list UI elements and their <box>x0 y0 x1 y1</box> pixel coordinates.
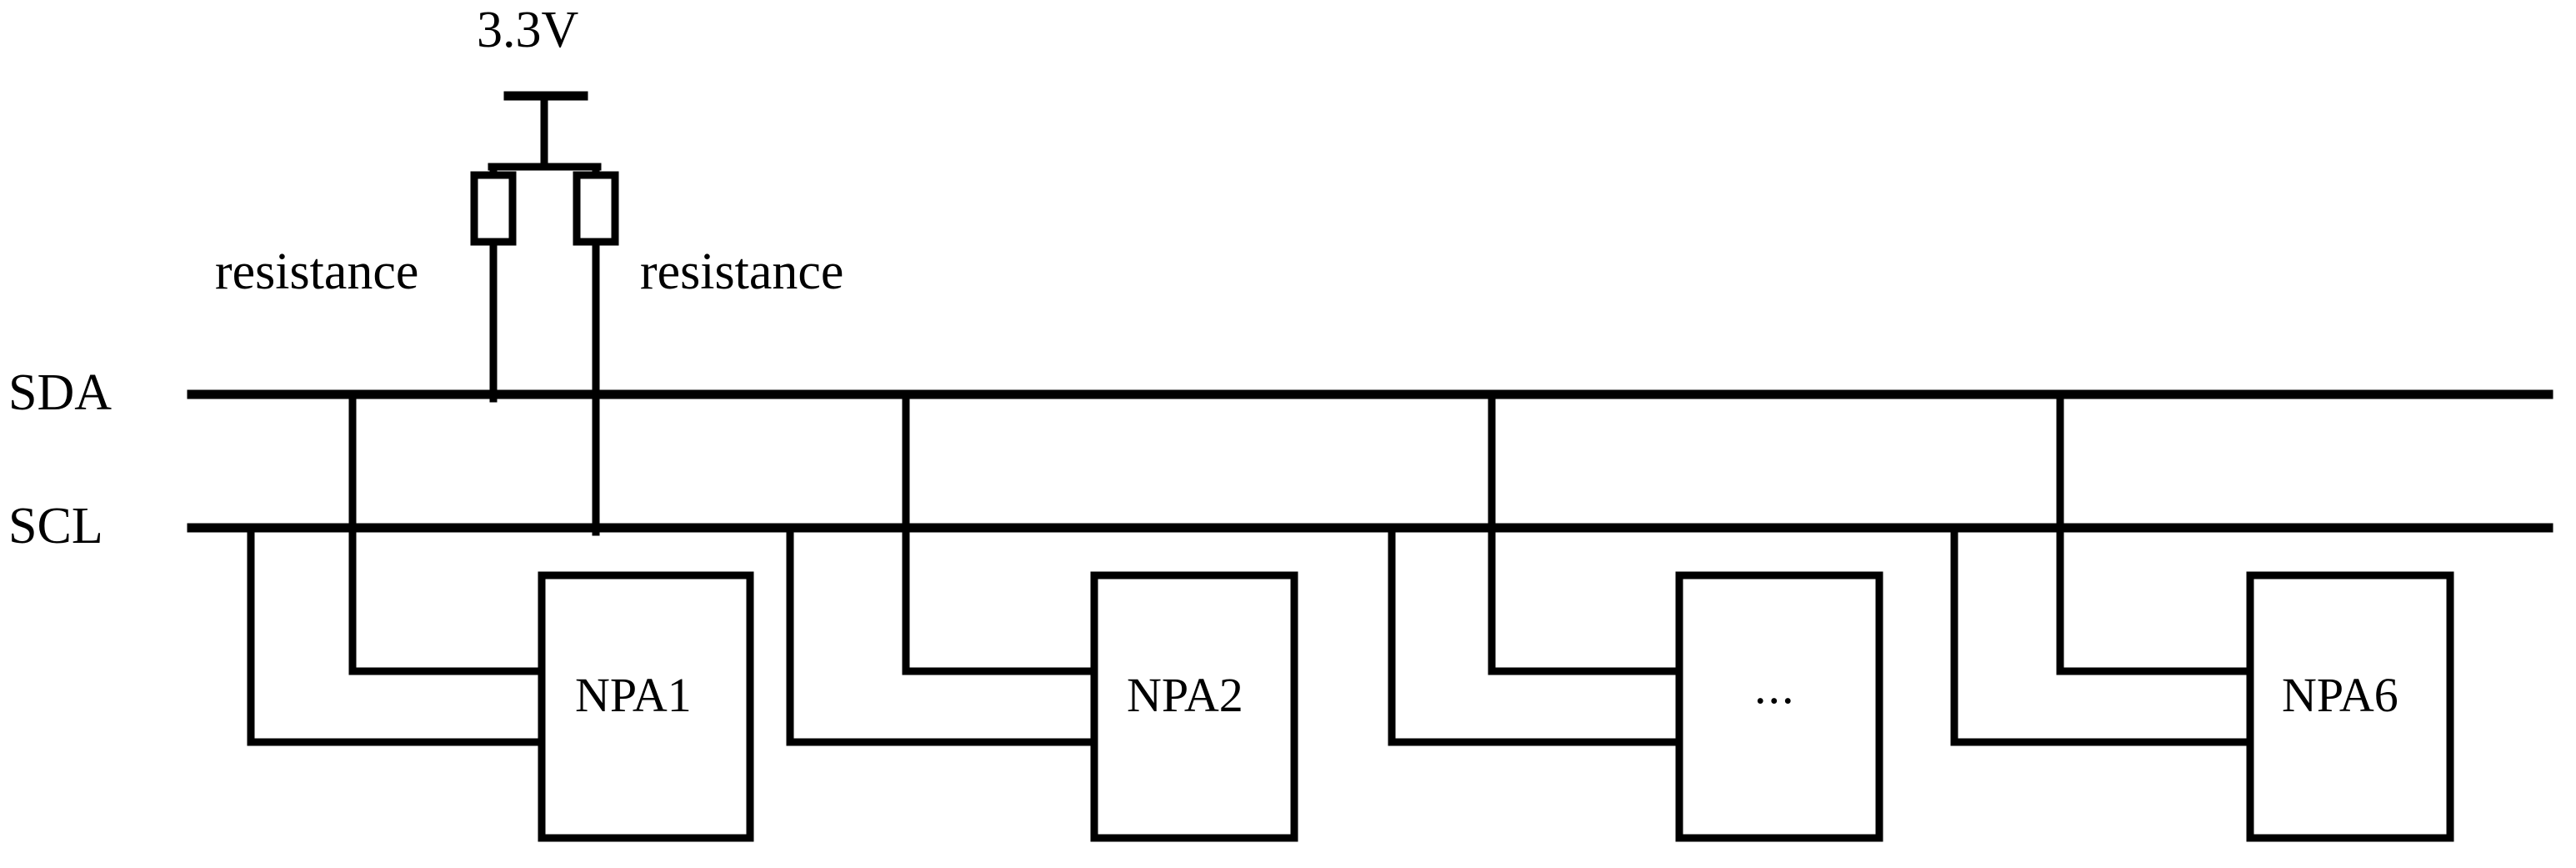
device-box-npa2[interactable] <box>1090 571 1298 842</box>
device-wiring-ellipsis <box>1388 390 1688 746</box>
npa2-scl-branch-wire <box>786 524 1103 746</box>
device-box-ellipsis[interactable] <box>1675 571 1883 842</box>
npa1-scl-branch-wire <box>247 524 550 746</box>
ellipsis-scl-branch-wire <box>1388 524 1688 746</box>
device-wiring-npa2 <box>786 390 1103 746</box>
sda-bus-label: SDA <box>8 364 113 421</box>
device-label-npa1: NPA1 <box>575 668 692 722</box>
resistor-left-group <box>470 163 517 403</box>
device-label-npa2: NPA2 <box>1127 668 1243 722</box>
power-supply-group <box>488 91 602 171</box>
device-wiring-npa1 <box>247 390 550 746</box>
resistor-right-group <box>573 163 619 536</box>
npa6-scl-branch-wire <box>1950 524 2258 746</box>
npa1-sda-branch-wire <box>348 390 550 675</box>
npa2-sda-branch-wire <box>902 390 1103 675</box>
device-wiring-npa6 <box>1950 390 2258 746</box>
device-label-ellipsis: ... <box>1754 660 1796 714</box>
resistor-right-label: resistance <box>640 243 844 300</box>
device-box-npa6[interactable] <box>2246 571 2454 842</box>
resistor-left-body <box>470 171 517 246</box>
resistor-left-label: resistance <box>215 243 419 300</box>
scl-bus-label: SCL <box>8 498 103 554</box>
npa6-sda-branch-wire <box>2056 390 2258 675</box>
resistor-right-body <box>573 171 619 246</box>
device-box-npa1[interactable] <box>538 571 754 842</box>
device-label-npa6: NPA6 <box>2282 668 2398 722</box>
ellipsis-sda-branch-wire <box>1488 390 1688 675</box>
power-supply-label: 3.3V <box>477 2 579 58</box>
